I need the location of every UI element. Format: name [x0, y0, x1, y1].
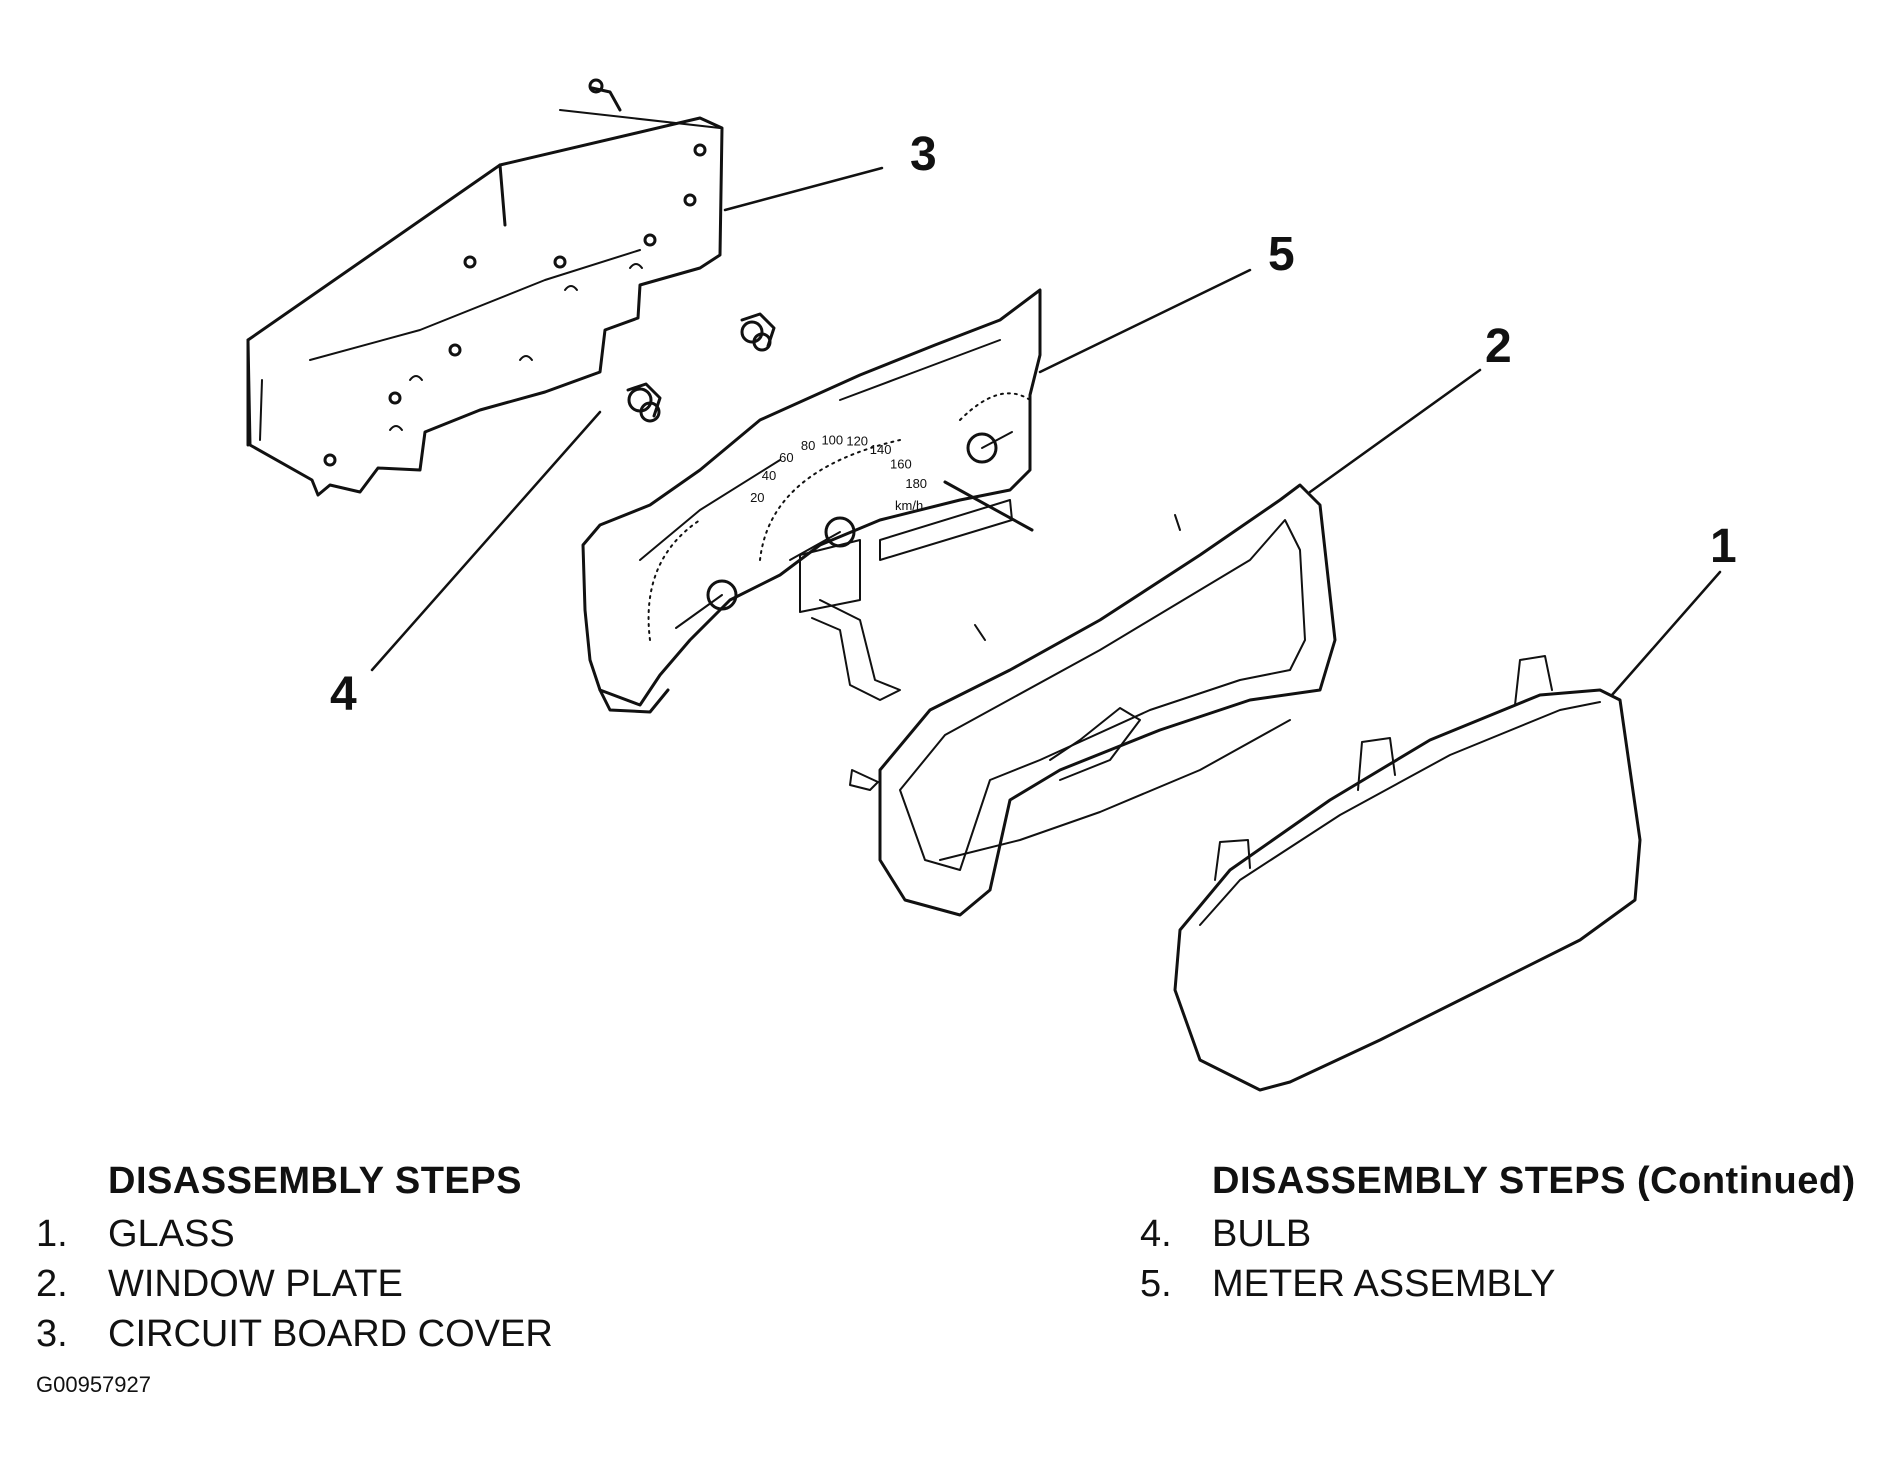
step-number: 4.	[1140, 1213, 1172, 1255]
steps-heading: DISASSEMBLY STEPS	[108, 1160, 522, 1202]
steps-heading-continued: DISASSEMBLY STEPS (Continued)	[1212, 1160, 1856, 1203]
steps-heading-text: DISASSEMBLY STEPS	[1212, 1160, 1626, 1202]
step-label: GLASS	[108, 1213, 235, 1255]
speedometer-tick-label: 40	[762, 468, 776, 483]
step-item: 5. METER ASSEMBLY	[1140, 1259, 1856, 1309]
window-plate	[849, 483, 1337, 917]
callout-4: 4	[330, 668, 357, 721]
speedometer-tick-label: 160	[890, 456, 912, 471]
step-number: 5.	[1140, 1263, 1172, 1305]
disassembly-steps-left: DISASSEMBLY STEPS 1. GLASS 2. WINDOW PLATE…	[36, 1160, 553, 1359]
step-item: 3. CIRCUIT BOARD COVER	[36, 1309, 553, 1359]
glass	[1173, 655, 1642, 1092]
figure-id: G00957927	[36, 1372, 151, 1397]
leader-lines	[370, 166, 1722, 697]
bulb-sockets	[626, 312, 776, 423]
step-label: CIRCUIT BOARD COVER	[108, 1313, 553, 1355]
speed-unit-label: km/h	[895, 498, 923, 513]
step-label: BULB	[1212, 1213, 1312, 1255]
step-number: 1.	[36, 1213, 68, 1255]
speedometer-tick-label: 60	[779, 450, 793, 465]
step-item: 4. BULB	[1140, 1209, 1856, 1259]
callout-2: 2	[1485, 320, 1512, 373]
steps-heading-suffix: (Continued)	[1637, 1160, 1856, 1202]
speedometer-tick-label: 140	[870, 442, 892, 457]
speedometer-tick-label: 120	[846, 434, 868, 449]
meter-assembly	[581, 288, 1042, 714]
speedometer-tick-label: 100	[821, 432, 843, 447]
step-label: WINDOW PLATE	[108, 1263, 403, 1305]
speedometer-tick-label: 20	[750, 490, 764, 505]
step-item: 2. WINDOW PLATE	[36, 1259, 553, 1309]
step-number: 2.	[36, 1263, 68, 1305]
circuit-board-cover	[246, 78, 724, 497]
step-item: 1. GLASS	[36, 1209, 553, 1259]
speedometer-tick-label: 80	[801, 438, 815, 453]
speedometer-tick-label: 180	[905, 476, 927, 491]
callout-3: 3	[910, 128, 937, 181]
disassembly-steps-right: DISASSEMBLY STEPS (Continued) 4. BULB 5. M…	[1140, 1160, 1856, 1309]
step-label: METER ASSEMBLY	[1212, 1263, 1556, 1305]
callout-5: 5	[1268, 228, 1295, 281]
step-number: 3.	[36, 1313, 68, 1355]
callout-1: 1	[1710, 520, 1737, 573]
